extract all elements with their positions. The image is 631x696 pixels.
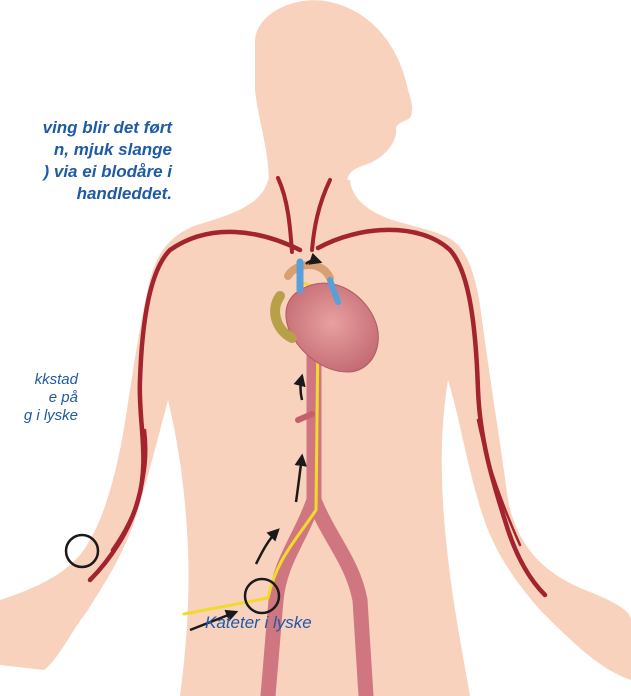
caption-line: e på — [0, 389, 78, 407]
caption-line: g i lyske — [0, 407, 78, 425]
caption-line: kkstad — [0, 371, 78, 389]
head — [255, 0, 412, 190]
caption-line: ving blir det ført — [0, 117, 172, 139]
caption-puncture-site: kkstad e på g i lyske — [0, 371, 78, 425]
caption-groin-catheter: Kateter i lyske — [205, 613, 312, 633]
caption-line: n, mjuk slange — [0, 139, 172, 161]
caption-line: handleddet. — [0, 183, 172, 205]
caption-line: ) via ei blodåre i — [0, 161, 172, 183]
caption-wrist-access: ving blir det ført n, mjuk slange ) via … — [0, 117, 172, 205]
